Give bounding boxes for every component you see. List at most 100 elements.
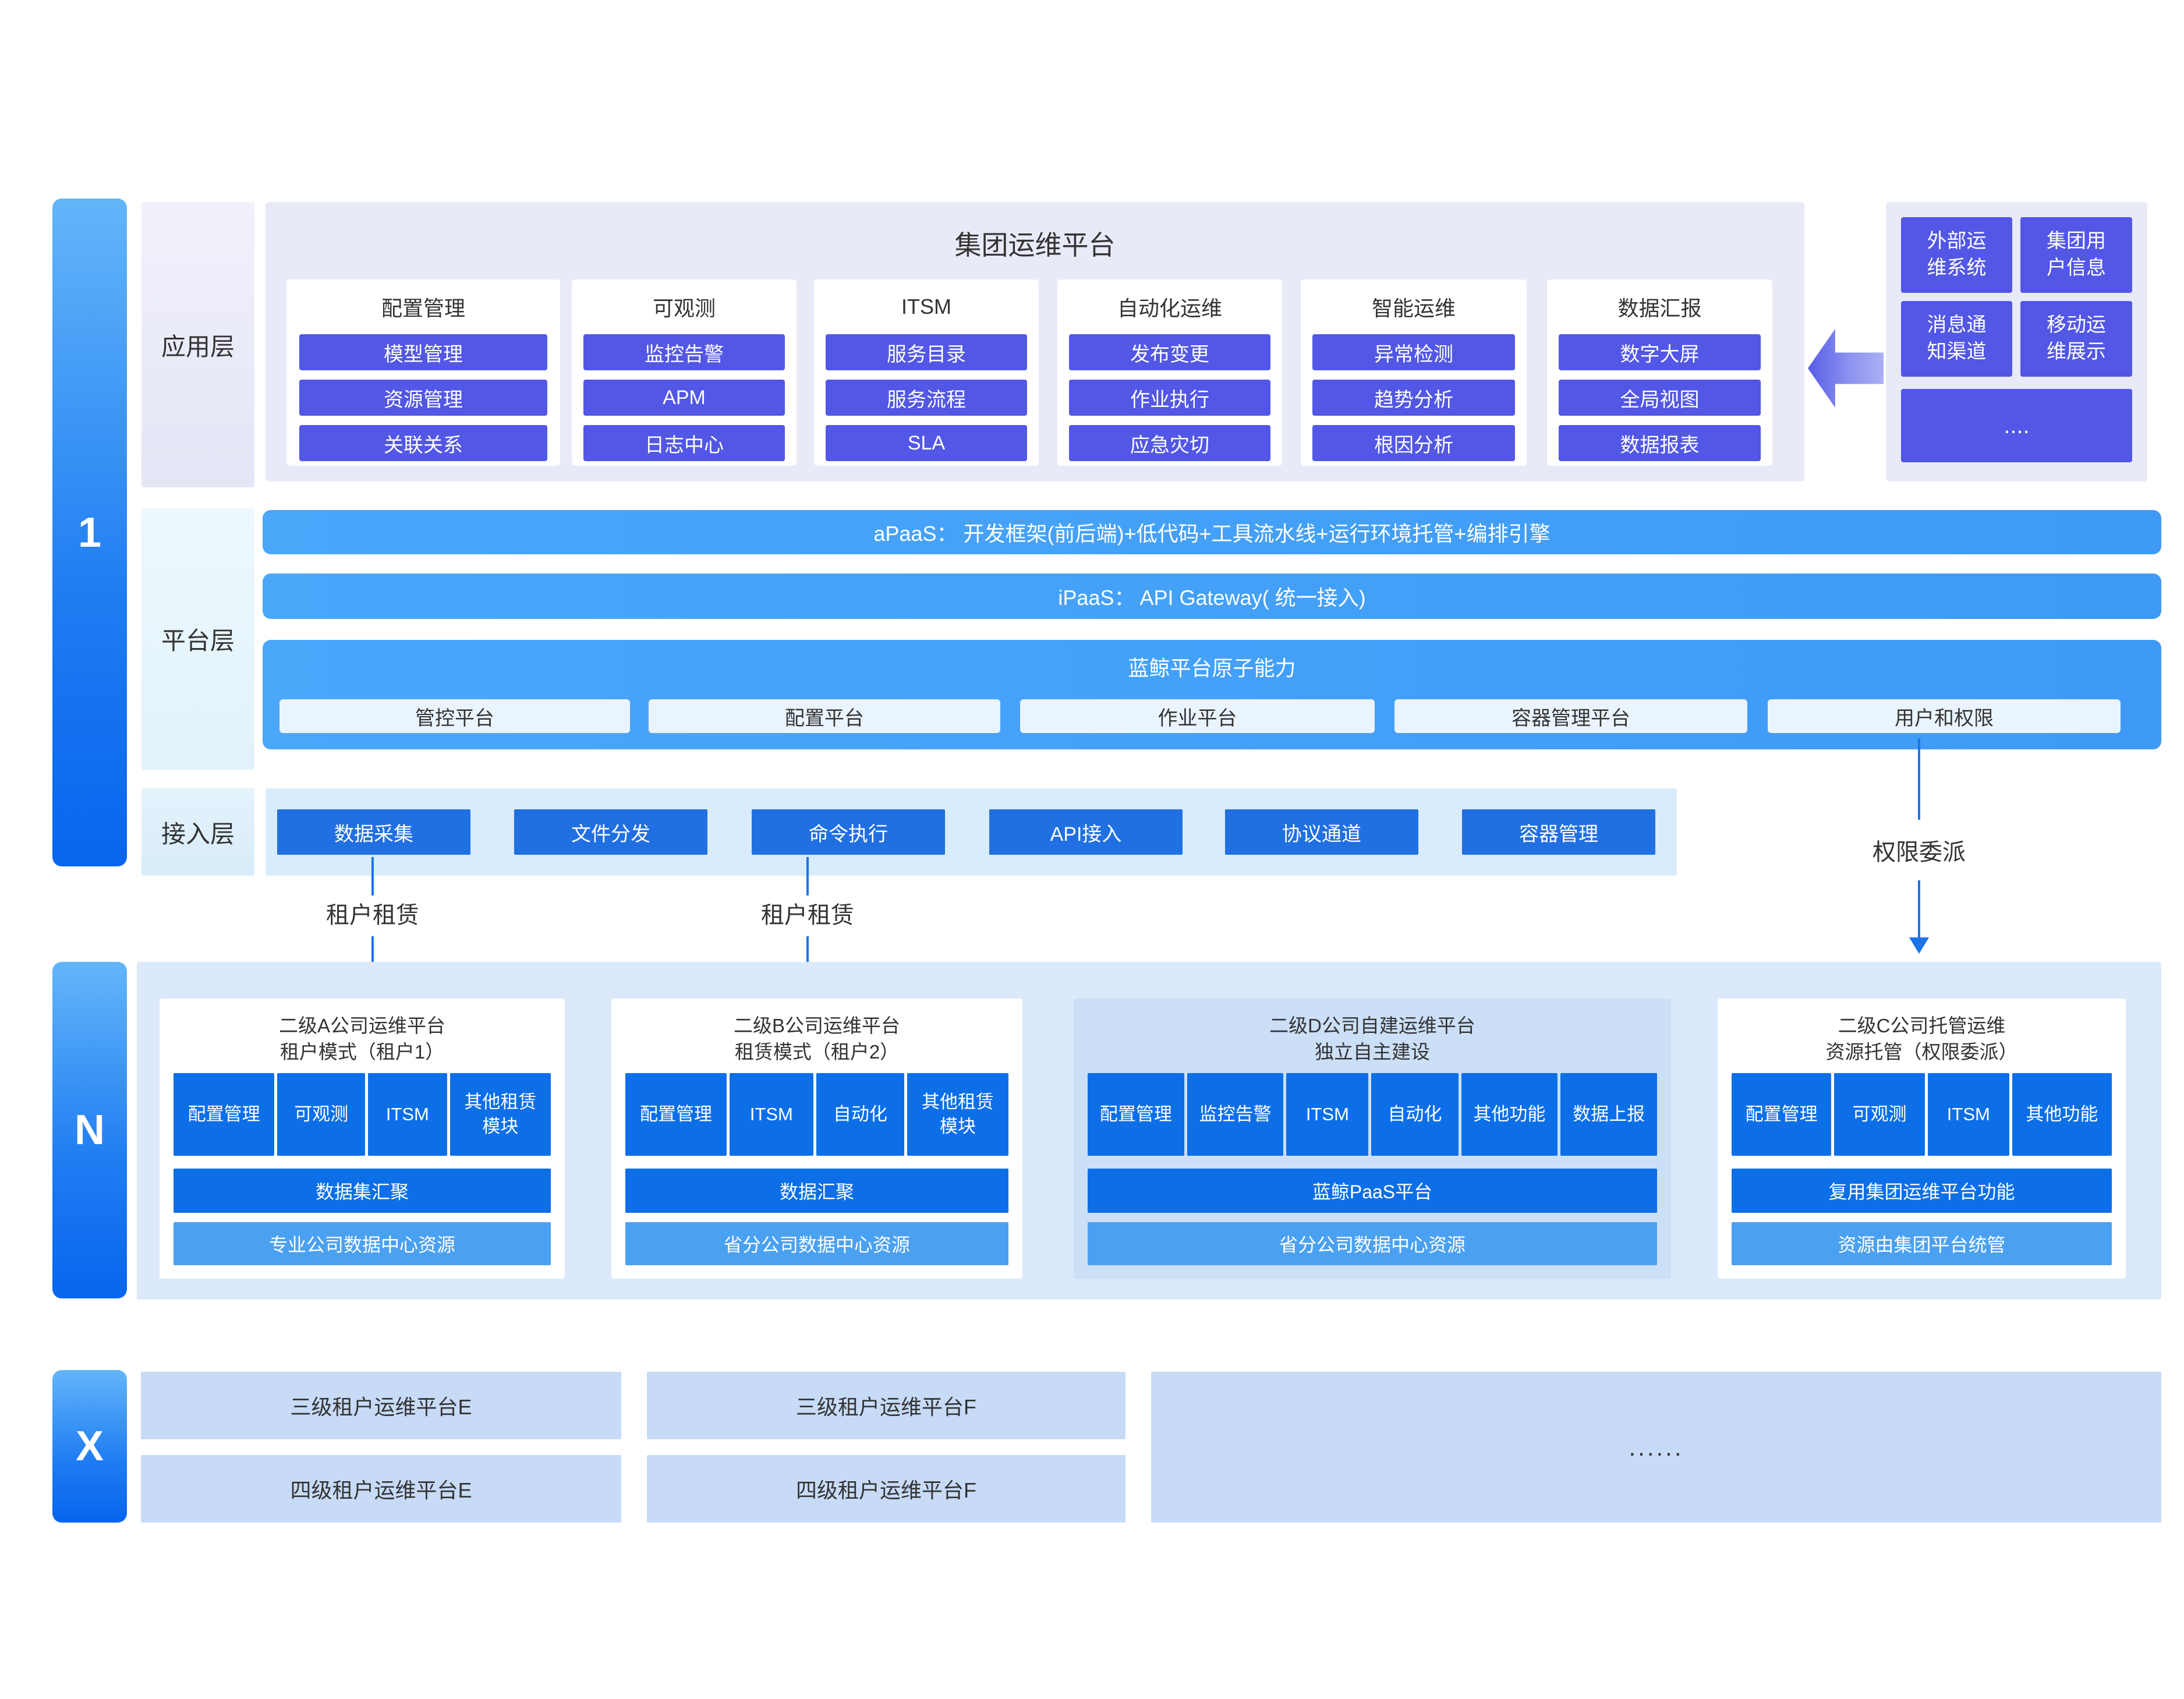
company-a-title: 二级A公司运维平台 租户模式（租户1） (278, 1015, 445, 1063)
access-chip-file-distribute: 文件分发 (514, 809, 707, 855)
atomic-box-config-platform: 配置平台 (649, 699, 1000, 733)
app-column-observability: 可观测 监控告警 APM 日志中心 (572, 279, 797, 466)
tenant-lease-label-2: 租户租赁 (761, 902, 854, 928)
blueking-atomic-title: 蓝鲸平台原子能力 (1128, 656, 1296, 680)
company-d-module-config: 配置管理 (1088, 1073, 1184, 1156)
company-b-title: 二级B公司运维平台 租赁模式（租户2） (733, 1015, 900, 1063)
company-a-module-observability: 可观测 (277, 1073, 366, 1156)
atomic-box-user-permission: 用户和权限 (1768, 699, 2121, 733)
app-column-automation-header: 自动化运维 (1117, 296, 1222, 320)
chip-external-ops-system: 外部运 维系统 (1901, 217, 2012, 293)
tier4-tenant-platform-e: 四级租户运维平台E (141, 1455, 621, 1523)
company-d-modules: 配置管理 监控告警 ITSM 自动化 其他功能 数据上报 (1088, 1073, 1657, 1156)
tenant-lease-arrow-1-line-bottom (371, 936, 374, 985)
company-d-resource: 省分公司数据中心资源 (1088, 1222, 1657, 1265)
chip-external-more: .... (1901, 389, 2132, 462)
chip-trend-analysis: 趋势分析 (1312, 380, 1515, 416)
chip-model-mgmt: 模型管理 (299, 334, 547, 370)
company-c-resource: 资源由集团平台统管 (1732, 1222, 2112, 1265)
chip-monitor-alert: 监控告警 (583, 334, 785, 370)
app-column-automation: 自动化运维 发布变更 作业执行 应急灾切 (1057, 279, 1282, 466)
company-b-card: 二级B公司运维平台 租赁模式（租户2） 配置管理 ITSM 自动化 其他租赁 模… (611, 999, 1022, 1279)
company-d-module-monitor: 监控告警 (1187, 1073, 1284, 1156)
chip-relations: 关联关系 (299, 425, 547, 461)
tier3-tenant-platform-e: 三级租户运维平台E (141, 1372, 621, 1439)
company-b-module-itsm: ITSM (729, 1073, 813, 1156)
company-a-module-other-lease: 其他租赁 模块 (449, 1073, 551, 1156)
company-b-module-automation: 自动化 (816, 1073, 905, 1156)
chip-resource-mgmt: 资源管理 (299, 380, 547, 416)
chip-mobile-ops-display: 移动运 维展示 (2020, 301, 2132, 377)
access-layer-panel (266, 788, 1677, 876)
company-b-resource: 省分公司数据中心资源 (625, 1222, 1008, 1265)
app-column-aiops-header: 智能运维 (1371, 296, 1456, 320)
company-a-module-config: 配置管理 (174, 1073, 275, 1156)
layer-label-application: 应用层 (141, 202, 254, 487)
scale-bar-1: 1 (52, 199, 127, 866)
company-c-modules: 配置管理 可观测 ITSM 其他功能 (1732, 1073, 2112, 1156)
company-b-data-aggregation: 数据汇聚 (625, 1169, 1008, 1213)
application-layer-label: 应用层 (161, 332, 235, 360)
company-c-module-config: 配置管理 (1732, 1073, 1832, 1156)
app-column-config-header: 配置管理 (381, 296, 465, 320)
chip-global-view: 全局视图 (1559, 380, 1761, 416)
company-b-module-config: 配置管理 (625, 1073, 727, 1156)
chip-root-cause: 根因分析 (1312, 425, 1515, 461)
company-c-module-other: 其他功能 (2012, 1073, 2112, 1156)
scale-bar-n-label: N (75, 1107, 105, 1153)
app-column-data-report-header: 数据汇报 (1617, 296, 1702, 320)
layer-label-access: 接入层 (141, 788, 254, 876)
company-d-blueking-paas: 蓝鲸PaaS平台 (1088, 1169, 1657, 1213)
atomic-box-control-platform: 管控平台 (279, 699, 630, 733)
access-layer-label: 接入层 (161, 820, 235, 848)
tier4-tenant-platform-f: 四级租户运维平台F (647, 1455, 1125, 1523)
tier3-tenant-platform-f: 三级租户运维平台F (647, 1372, 1125, 1439)
apaas-bar: aPaaS： 开发框架(前后端)+低代码+工具流水线+运行环境托管+编排引擎 (263, 510, 2161, 554)
group-platform-title: 集团运维平台 (954, 230, 1116, 260)
chip-message-channel: 消息通 知渠道 (1901, 301, 2012, 377)
app-column-itsm-header: ITSM (901, 295, 951, 318)
company-d-module-other: 其他功能 (1461, 1073, 1558, 1156)
company-c-card: 二级C公司托管运维 资源托管（权限委派） 配置管理 可观测 ITSM 其他功能 … (1718, 999, 2126, 1279)
chip-service-flow: 服务流程 (826, 380, 1027, 416)
company-c-module-itsm: ITSM (1927, 1073, 2009, 1156)
chip-release-change: 发布变更 (1069, 334, 1270, 370)
company-d-module-data-upload: 数据上报 (1560, 1073, 1657, 1156)
delegate-arrow-line-bottom (1918, 880, 1920, 939)
company-a-module-itsm: ITSM (368, 1073, 447, 1156)
company-a-data-aggregation: 数据集汇聚 (174, 1169, 551, 1213)
tenant-lease-arrow-1-line-top (371, 857, 374, 895)
company-d-module-automation: 自动化 (1371, 1073, 1459, 1156)
chip-job-exec: 作业执行 (1069, 380, 1270, 416)
chip-apm: APM (583, 380, 785, 416)
company-d-card: 二级D公司自建运维平台 独立自主建设 配置管理 监控告警 ITSM 自动化 其他… (1074, 999, 1671, 1279)
more-tenant-platforms-box: ...... (1151, 1372, 2161, 1523)
scale-bar-x-label: X (75, 1423, 104, 1470)
tenant-lease-label-1: 租户租赁 (326, 902, 419, 928)
app-column-itsm: ITSM 服务目录 服务流程 SLA (814, 279, 1039, 466)
access-chip-api-access: API接入 (989, 809, 1183, 855)
scale-bar-x: X (52, 1370, 127, 1523)
chip-emergency-switch: 应急灾切 (1069, 425, 1270, 461)
atomic-box-container-mgmt-platform: 容器管理平台 (1394, 699, 1747, 733)
chip-group-user-info: 集团用 户信息 (2020, 217, 2132, 293)
company-a-modules: 配置管理 可观测 ITSM 其他租赁 模块 (174, 1073, 551, 1156)
access-chip-container-mgmt: 容器管理 (1462, 809, 1655, 855)
ipaas-bar: iPaaS： API Gateway( 统一接入) (263, 574, 2161, 619)
company-a-resource: 专业公司数据中心资源 (174, 1222, 551, 1265)
access-chip-data-collect: 数据采集 (277, 809, 470, 855)
atomic-box-job-platform: 作业平台 (1020, 699, 1375, 733)
app-column-observability-header: 可观测 (652, 296, 716, 320)
chip-service-catalog: 服务目录 (826, 334, 1027, 370)
company-c-module-observability: 可观测 (1834, 1073, 1925, 1156)
app-column-config: 配置管理 模型管理 资源管理 关联关系 (286, 279, 560, 466)
app-column-data-report: 数据汇报 数字大屏 全局视图 数据报表 (1547, 279, 1772, 466)
scale-bar-1-label: 1 (77, 509, 102, 556)
scale-bar-n: N (52, 962, 127, 1298)
tenant-lease-arrow-2-line-bottom (806, 936, 809, 985)
access-chip-command-exec: 命令执行 (752, 809, 945, 855)
company-a-card: 二级A公司运维平台 租户模式（租户1） 配置管理 可观测 ITSM 其他租赁 模… (160, 999, 565, 1279)
company-b-module-other-lease: 其他租赁 模块 (907, 1073, 1008, 1156)
company-c-reuse-group-platform: 复用集团运维平台功能 (1732, 1169, 2112, 1213)
